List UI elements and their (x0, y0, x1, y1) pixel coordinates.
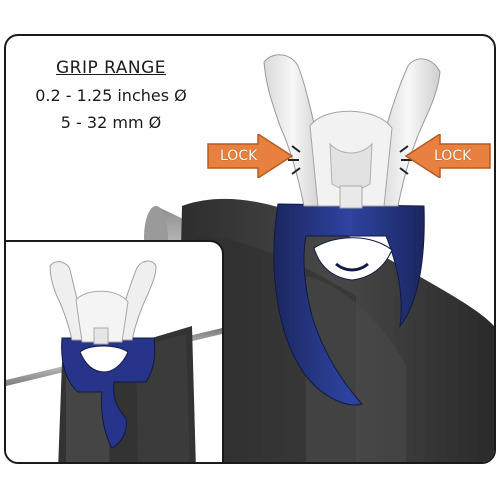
lock-label-right: LOCK (434, 148, 472, 164)
grip-range-info: GRIP RANGE 0.2 - 1.25 inches Ø 5 - 32 mm… (16, 58, 206, 132)
inset-panel (6, 240, 224, 462)
lock-label-left: LOCK (220, 148, 258, 164)
grip-range-mm: 5 - 32 mm Ø (60, 113, 162, 132)
inset-clip-illustration (6, 260, 222, 462)
lock-arrow-right: LOCK (404, 134, 492, 178)
product-frame: GRIP RANGE 0.2 - 1.25 inches Ø 5 - 32 mm… (4, 34, 496, 464)
lock-arrow-left: LOCK (206, 134, 294, 178)
main-clip-illustration (144, 54, 494, 462)
grip-range-title: GRIP RANGE (55, 58, 167, 78)
grip-range-inches: 0.2 - 1.25 inches Ø (35, 86, 187, 105)
arrow-icon (404, 134, 491, 178)
arrow-icon (207, 134, 294, 178)
